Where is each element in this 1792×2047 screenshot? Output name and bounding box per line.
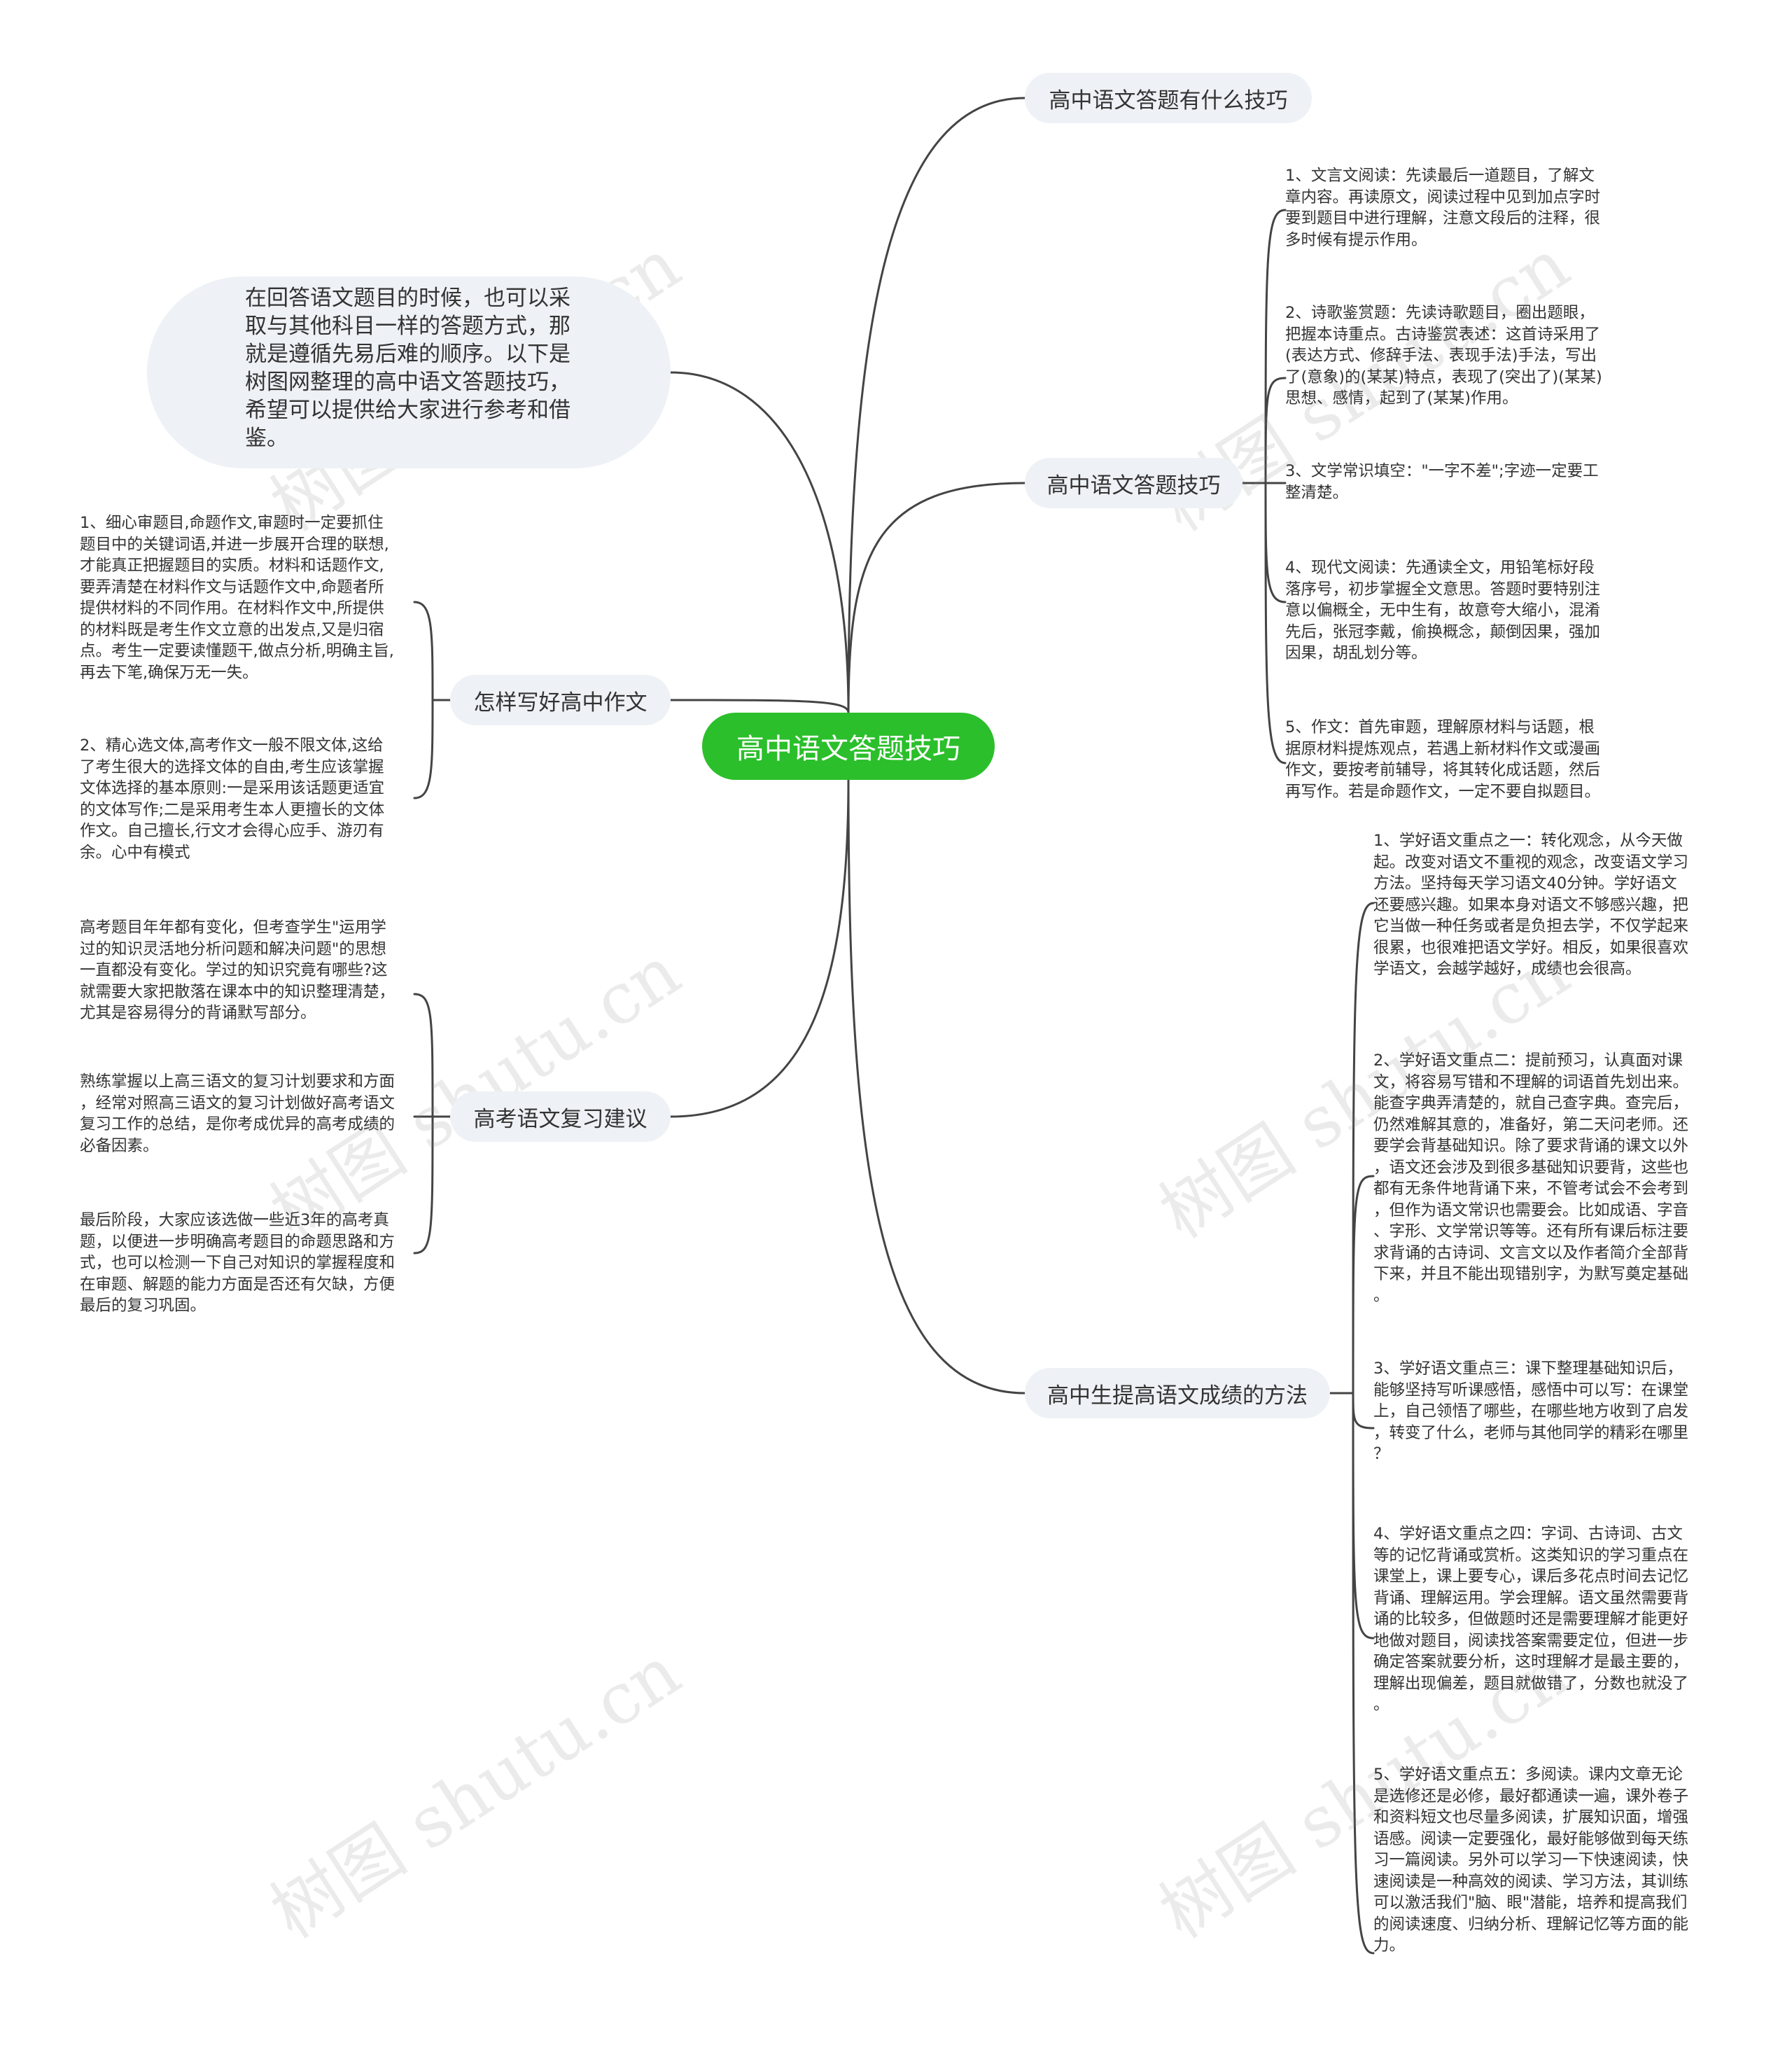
methods-item-1: 1、学好语文重点之一：转化观念，从今天做 起。改变对语文不重视的观念，改变语文学…	[1373, 832, 1689, 978]
edge-skills-1	[1264, 209, 1287, 484]
review-item-2: 熟练掌握以上高三语文的复习计划要求和方面 ，经常对照高三语文的复习计划做好高考语…	[80, 1073, 396, 1155]
composition-item-1: 1、细心审题目,命题作文,审题时一定要抓住 题目中的关键词语,并进一步展开合理的…	[80, 514, 394, 682]
branch-what-skills[interactable]: 高中语文答题有什么技巧	[1025, 73, 1312, 123]
edge-root-composition	[669, 699, 850, 714]
root-topic[interactable]: 高中语文答题技巧	[702, 713, 995, 780]
branch-composition[interactable]: 怎样写好高中作文	[450, 675, 671, 725]
skills-item-5: 5、作文：首先审题，理解原材料与话题，根 据原材料提炼观点，若遇上新材料作文或漫…	[1285, 718, 1601, 801]
branch-review[interactable]: 高考语文复习建议	[450, 1091, 671, 1142]
edge-methods-5	[1352, 1392, 1375, 1955]
edge-skills-4	[1264, 482, 1287, 603]
methods-item-4: 4、学好语文重点之四：字词、古诗词、古文 等的记忆背诵或赏析。这类知识的学习重点…	[1373, 1525, 1689, 1714]
skills-item-1: 1、文言文阅读：先读最后一道题目，了解文 章内容。再读原文，阅读过程中见到加点字…	[1285, 167, 1601, 249]
branch-methods[interactable]: 高中生提高语文成绩的方法	[1025, 1368, 1330, 1418]
intro-bubble[interactable]: 在回答语文题目的时候，也可以采取与其他科目一样的答题方式，那就是遵循先易后难的顺…	[147, 277, 671, 468]
intro-text: 在回答语文题目的时候，也可以采取与其他科目一样的答题方式，那就是遵循先易后难的顺…	[245, 286, 570, 451]
edge-comp-1	[413, 601, 434, 701]
skills-item-3: 3、文学常识填空："一字不差";字迹一定要工 整清楚。	[1285, 462, 1599, 502]
edge-skills-2	[1264, 377, 1287, 484]
edge-methods-3	[1352, 1392, 1375, 1430]
branch-skills[interactable]: 高中语文答题技巧	[1025, 458, 1242, 508]
edge-root-methods	[847, 778, 1026, 1395]
composition-item-2: 2、精心选文体,高考作文一般不限文体,这给 了考生很大的选择文体的自由,考生应该…	[80, 736, 385, 862]
methods-item-2: 2、学好语文重点二：提前预习，认真面对课 文，将容易写错和不理解的词语首先划出来…	[1373, 1052, 1689, 1305]
review-item-1: 高考题目年年都有变化，但考查学生"运用学 过的知识灵活地分析问题和解决问题"的思…	[80, 918, 396, 1022]
methods-item-3: 3、学好语文重点三：课下整理基础知识后， 能够坚持写听课感悟，感悟中可以写：在课…	[1373, 1360, 1689, 1463]
skills-item-4: 4、现代文阅读：先通读全文，用铅笔标好段 落序号，初步掌握全文意思。答题时要特别…	[1285, 559, 1601, 662]
edge-root-what-skills	[847, 97, 1026, 714]
edge-root-intro	[669, 371, 850, 714]
edge-methods-1	[1352, 902, 1375, 1395]
edge-root-review	[669, 778, 850, 1118]
edge-methods-2	[1352, 1175, 1375, 1395]
edge-skills-5	[1264, 482, 1287, 764]
methods-item-5: 5、学好语文重点五：多阅读。课内文章无论 是选修还是必修，最好都通读一遍，课外卷…	[1373, 1766, 1689, 1955]
edge-review-1	[413, 993, 434, 1118]
edge-methods-4	[1352, 1392, 1375, 1640]
skills-item-2: 2、诗歌鉴赏题：先读诗歌题目，圈出题眼， 把握本诗重点。古诗鉴赏表述：这首诗采用…	[1285, 304, 1602, 407]
review-item-3: 最后阶段，大家应该选做一些近3年的高考真 题，以便进一步明确高考题目的命题思路和…	[80, 1211, 396, 1315]
edge-review-3	[413, 1115, 434, 1255]
edge-comp-2	[413, 699, 434, 799]
edge-root-skills	[847, 482, 1026, 714]
